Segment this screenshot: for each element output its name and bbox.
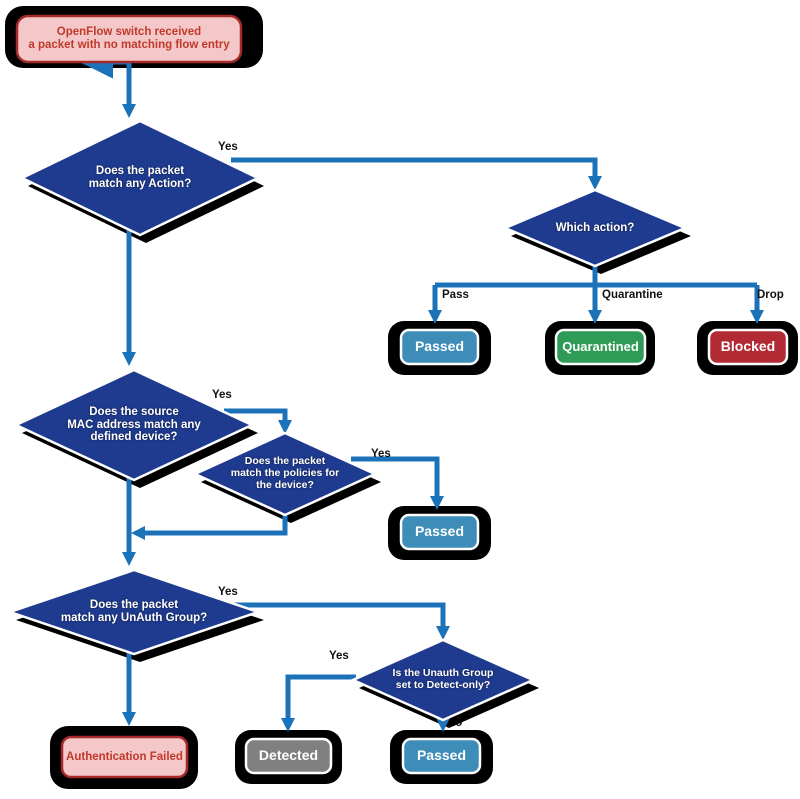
node-passed-3-shape <box>401 737 482 775</box>
node-blocked-shape <box>707 328 789 366</box>
node-d-mac-shape <box>13 368 255 482</box>
node-d-detect-only-shape <box>349 638 537 722</box>
node-detected-shape <box>244 737 333 775</box>
edge-unauth-yes <box>231 602 446 630</box>
edge-label-quarantine: Quarantine <box>602 289 663 301</box>
node-shapes <box>6 14 789 779</box>
edge-policies-yes <box>351 456 440 500</box>
node-start-shape <box>15 14 243 64</box>
node-passed-2-shape <box>399 513 480 551</box>
node-d-unauth-shape <box>6 568 262 656</box>
edge-label-pass: Pass <box>442 289 469 301</box>
node-d-policies-shape <box>191 431 379 517</box>
node-quarantined-shape <box>554 328 647 366</box>
connectors <box>79 45 764 732</box>
edge-detect-yes <box>285 674 356 722</box>
node-d-which-action-shape <box>501 188 689 268</box>
edge-action-yes <box>231 157 598 180</box>
edge-label-drop: Drop <box>757 289 784 301</box>
node-d-action-shape <box>19 119 261 237</box>
node-auth-failed-shape <box>60 735 189 779</box>
node-passed-1-shape <box>399 328 480 366</box>
edge-start-action-arrow <box>122 104 136 118</box>
edge-mac-yes <box>224 408 288 424</box>
edge-label-policies-yes: Yes <box>371 448 391 460</box>
